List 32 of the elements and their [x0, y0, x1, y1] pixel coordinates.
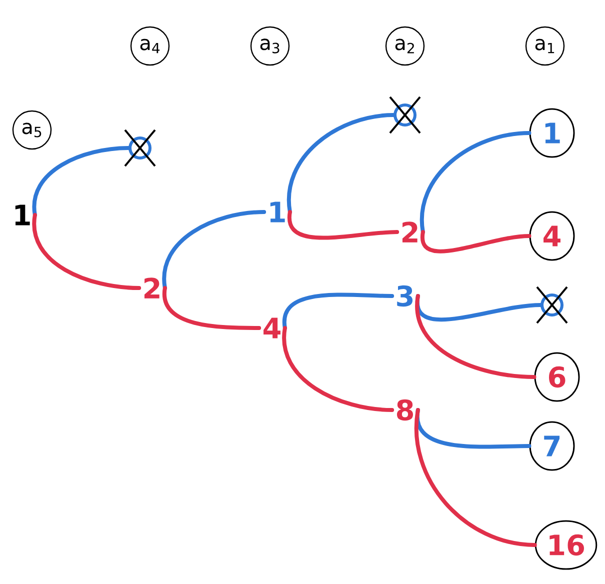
bracket-line: [162, 286, 262, 330]
column-label: a$_{1}$: [525, 26, 565, 66]
bracket-line: [32, 213, 142, 290]
bracket-line: [414, 408, 537, 547]
column-label: a$_{5}$: [12, 110, 52, 150]
bracket-line: [282, 292, 394, 330]
number-label: 8: [396, 399, 413, 421]
column-label: a$_{4}$: [130, 26, 170, 66]
number-label: 2: [402, 222, 418, 242]
bracket-line: [420, 131, 532, 234]
circled-number: 1: [529, 108, 575, 158]
crossed-out-circle: [536, 286, 568, 324]
bracket-line: [286, 113, 396, 214]
number-label: 3: [397, 285, 413, 307]
crossed-out-circle: [124, 129, 156, 167]
bracket-line: [420, 230, 532, 254]
crossed-out-circle: [389, 96, 421, 134]
bracket-line: [288, 210, 400, 240]
column-label: a$_{2}$: [385, 26, 425, 66]
column-label: a$_{3}$: [250, 26, 290, 66]
circled-number: 6: [534, 352, 580, 402]
number-label: 1: [270, 202, 285, 222]
number-label: 2: [144, 278, 160, 298]
circled-number: 4: [529, 211, 575, 261]
circled-number: 16: [534, 520, 598, 570]
bracket-line: [162, 210, 266, 290]
bracket-line: [415, 294, 536, 379]
number-label: 1: [15, 204, 30, 226]
number-label: 4: [264, 318, 280, 338]
circled-number: 7: [529, 421, 575, 471]
bracket-line: [282, 326, 394, 412]
bracket-line: [32, 146, 130, 217]
